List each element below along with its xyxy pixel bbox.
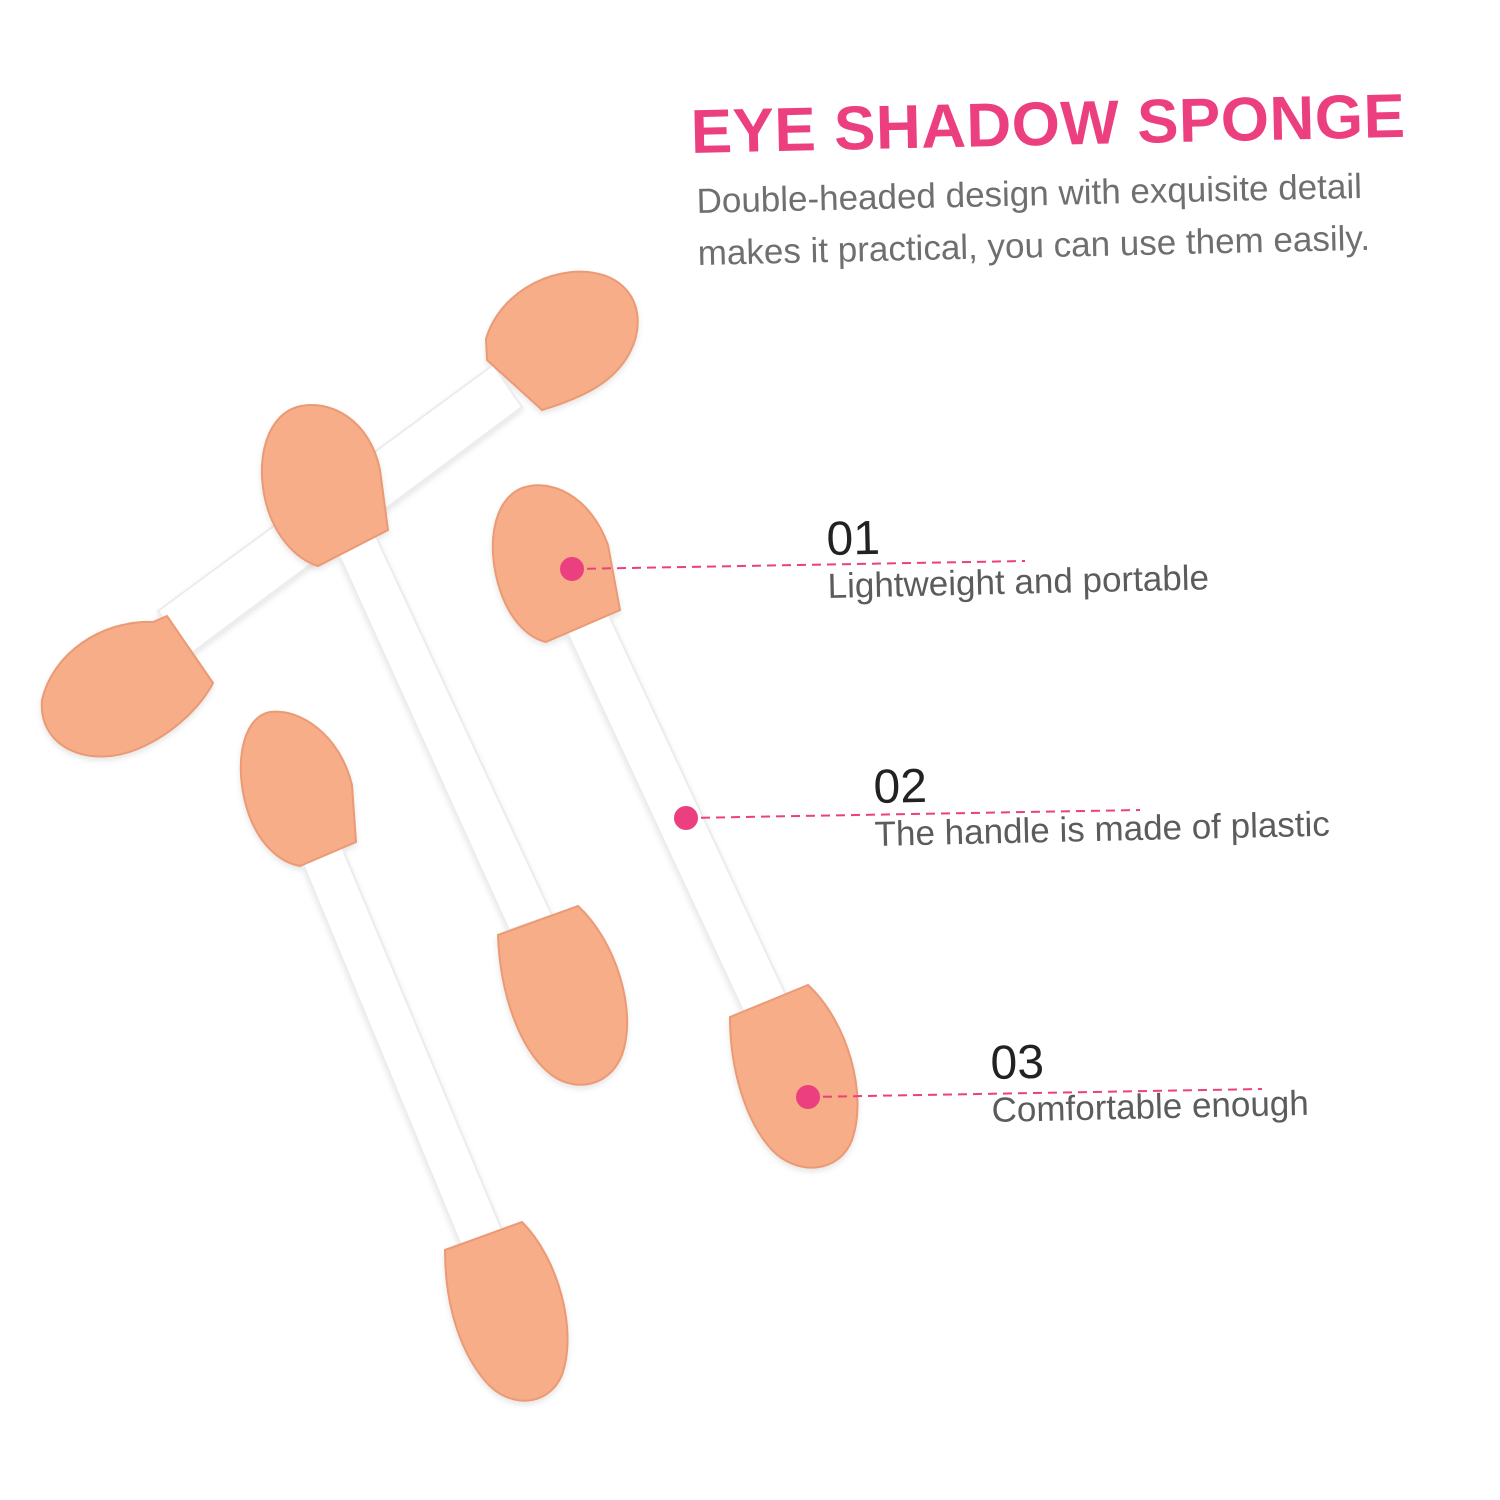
applicator-2-sponge-top bbox=[260, 404, 390, 568]
applicator-1-sponge-bottom bbox=[40, 614, 215, 758]
applicator-1-sponge-top bbox=[484, 270, 639, 412]
feature-01-number: 01 bbox=[825, 511, 881, 566]
feature-01: 01 Lightweight and portable bbox=[826, 505, 1209, 608]
applicator-3-sponge-top bbox=[491, 484, 622, 644]
applicator-2-sponge-bottom bbox=[496, 904, 629, 1086]
callout-01-line bbox=[571, 560, 1026, 570]
callout-02 bbox=[674, 806, 1141, 830]
callout-03-line bbox=[807, 1088, 1263, 1098]
feature-03-number: 03 bbox=[989, 1035, 1045, 1090]
callout-01-dot bbox=[560, 557, 584, 581]
feature-01-label: Lightweight and portable bbox=[827, 558, 1210, 606]
feature-02: 02 The handle is made of plastic bbox=[873, 752, 1330, 856]
callout-03-dot bbox=[796, 1085, 820, 1109]
callout-02-line bbox=[685, 809, 1141, 819]
subtitle: Double-headed design with exquisite deta… bbox=[696, 158, 1478, 280]
feature-03: 03 Comfortable enough bbox=[990, 1031, 1309, 1132]
applicator-4-handle bbox=[294, 836, 504, 1247]
applicator-4-sponge-bottom bbox=[443, 1220, 569, 1402]
callout-03 bbox=[796, 1085, 1263, 1109]
applicator-4 bbox=[239, 710, 569, 1402]
applicator-3-sponge-bottom bbox=[728, 983, 859, 1169]
applicator-2 bbox=[260, 404, 629, 1086]
callout-01 bbox=[560, 557, 1026, 581]
callout-02-dot bbox=[674, 806, 698, 830]
feature-03-label: Comfortable enough bbox=[991, 1083, 1310, 1130]
applicator-4-sponge-top bbox=[239, 710, 358, 868]
